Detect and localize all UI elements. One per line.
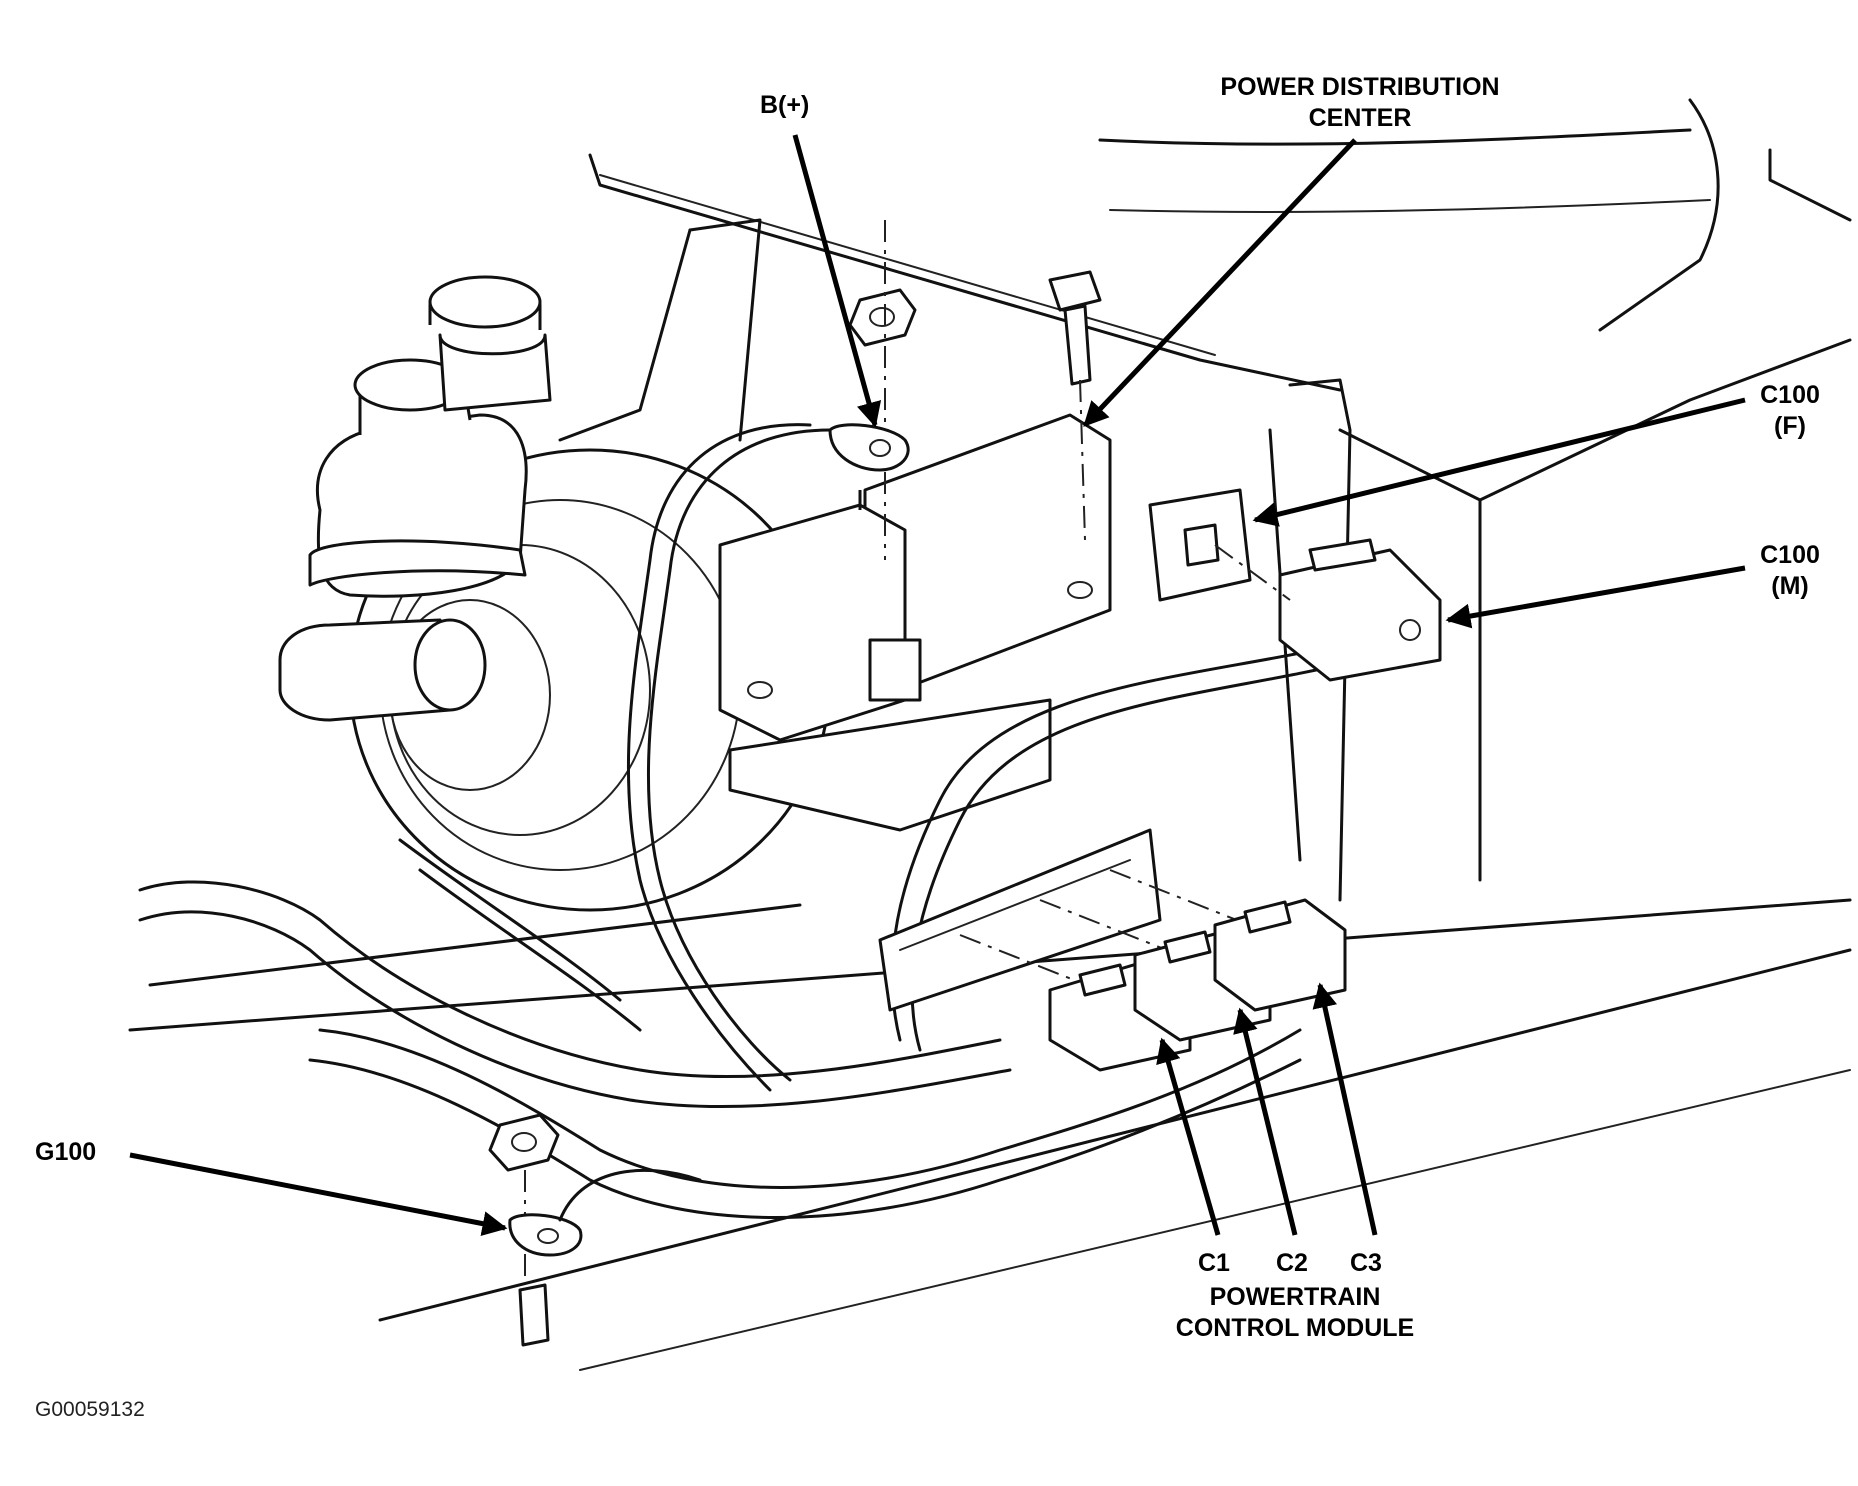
battery-positive-nut [848, 220, 917, 560]
pcm-connector-c3 [1213, 898, 1347, 1012]
arrow-b-plus [792, 134, 882, 428]
arrow-pdc [1083, 138, 1357, 427]
c100-female-connector [1148, 488, 1252, 602]
label-c1: C1 [1198, 1249, 1230, 1277]
label-powertrain-control-module: POWERTRAIN CONTROL MODULE [1140, 1282, 1450, 1344]
figure-id: G00059132 [35, 1398, 145, 1421]
label-c100-female: C100 (F) [1740, 380, 1840, 442]
c100-male-connector [1214, 538, 1442, 682]
label-c100m-line2: (M) [1771, 572, 1809, 600]
label-pcm-line1: POWERTRAIN [1209, 1283, 1381, 1311]
label-pdc-line1: POWER DISTRIBUTION [1220, 73, 1500, 101]
label-pcm-line2: CONTROL MODULE [1175, 1314, 1415, 1342]
label-c100f-line2: (F) [1774, 412, 1806, 440]
arrow-c100m [1445, 565, 1746, 629]
label-c2: C2 [1276, 1249, 1308, 1277]
g100-ground-stud [518, 1283, 550, 1347]
label-power-distribution-center: POWER DISTRIBUTION CENTER [1180, 72, 1540, 134]
arrow-c100f [1252, 397, 1746, 527]
master-cylinder-reservoir [308, 275, 552, 598]
pdc-mounting-bolt [1048, 270, 1102, 541]
arrow-c2 [1233, 1007, 1298, 1236]
label-b-plus: B(+) [760, 91, 810, 119]
arrow-c3 [1312, 982, 1378, 1236]
battery-positive-eyelet [828, 423, 910, 472]
label-g100: G100 [35, 1138, 97, 1166]
label-c3: C3 [1350, 1249, 1382, 1277]
g100-ground-eyelet [508, 1168, 702, 1257]
label-c100f-line1: C100 [1760, 381, 1820, 409]
wiring-harness [138, 423, 1362, 1219]
label-c100m-line1: C100 [1760, 541, 1820, 569]
arrow-g100 [129, 1152, 508, 1236]
label-c100-male: C100 (M) [1740, 540, 1840, 602]
power-distribution-center [718, 413, 1112, 832]
arrow-c1 [1156, 1037, 1221, 1236]
leader-arrows [129, 134, 1746, 1236]
label-pdc-line2: CENTER [1308, 104, 1412, 132]
